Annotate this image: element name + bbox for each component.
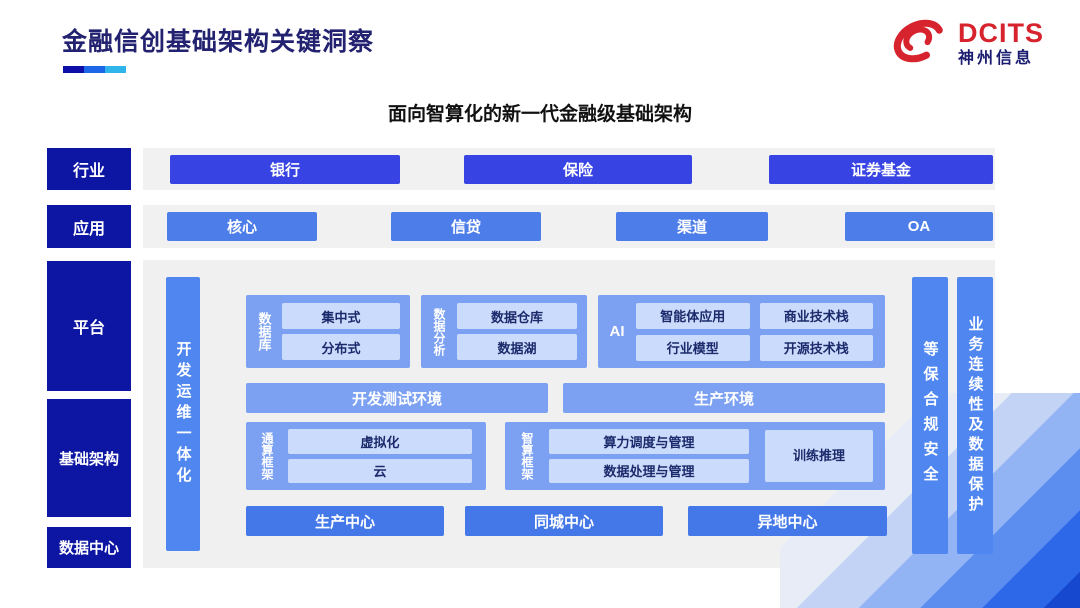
layer-label-datacenter: 数据中心 xyxy=(47,527,131,568)
env-bar-dev-test: 开发测试环境 xyxy=(246,383,548,413)
page-title: 金融信创基础架构关键洞察 xyxy=(62,28,375,56)
group-database: 数据库 集中式 分布式 xyxy=(246,295,410,368)
diagram-title: 面向智算化的新一代金融级基础架构 xyxy=(387,104,692,125)
industry-box-securities: 证券基金 xyxy=(769,155,993,184)
layer-label-infrastructure: 基础架构 xyxy=(47,399,131,517)
database-item-distributed: 分布式 xyxy=(282,334,400,360)
devops-vertical-bar: 开发运维一体化 xyxy=(166,277,200,551)
industry-box-insurance: 保险 xyxy=(464,155,692,184)
intelligent-compute-item-scheduling: 算力调度与管理 xyxy=(549,429,749,454)
ai-item-opensource-stack: 开源技术栈 xyxy=(759,334,873,361)
ai-item-commercial-stack: 商业技术栈 xyxy=(759,302,873,329)
dcits-logo: DCITS 神州信息 xyxy=(888,14,1044,73)
ai-item-industry-model: 行业模型 xyxy=(636,334,750,361)
logo-brand-text: DCITS xyxy=(958,18,1044,48)
general-compute-item-virtualization: 虚拟化 xyxy=(288,429,472,454)
group-data-analytics-label: 数据分析 xyxy=(432,307,446,356)
application-box-credit: 信贷 xyxy=(391,212,541,241)
business-continuity-bar: 业务连续性及数据保护 xyxy=(957,277,993,554)
layer-label-application: 应用 xyxy=(47,205,131,248)
application-box-core: 核心 xyxy=(167,212,317,241)
intelligent-compute-item-data-processing: 数据处理与管理 xyxy=(549,458,749,483)
analytics-item-datalake: 数据湖 xyxy=(457,334,577,360)
general-compute-item-cloud: 云 xyxy=(288,458,472,483)
framework-general-compute-label: 通算框架 xyxy=(260,432,274,480)
application-box-channel: 渠道 xyxy=(616,212,768,241)
ai-item-agent-app: 智能体应用 xyxy=(636,302,750,329)
framework-intelligent-compute-label: 智算框架 xyxy=(520,432,534,480)
title-accent-bar xyxy=(63,66,126,73)
group-database-label: 数据库 xyxy=(256,312,272,351)
intelligent-compute-train-infer-box: 训练推理 xyxy=(765,430,873,482)
logo-company-text: 神州信息 xyxy=(958,50,1035,67)
framework-intelligent-compute: 智算框架 算力调度与管理 数据处理与管理 训练推理 xyxy=(505,422,885,490)
center-box-production: 生产中心 xyxy=(246,506,444,536)
analytics-item-warehouse: 数据仓库 xyxy=(457,303,577,329)
layer-label-industry: 行业 xyxy=(47,148,131,190)
accent-segment-mid xyxy=(84,66,105,73)
dcits-swirl-icon xyxy=(888,14,950,73)
center-box-remote: 异地中心 xyxy=(688,506,887,536)
devops-vertical-bar-label: 开发运维一体化 xyxy=(174,340,192,488)
security-compliance-bar-label: 等保合规安全 xyxy=(921,340,939,491)
env-bar-production: 生产环境 xyxy=(563,383,885,413)
accent-segment-light xyxy=(105,66,126,73)
database-item-centralized: 集中式 xyxy=(282,303,400,329)
group-ai: AI 智能体应用 商业技术栈 行业模型 开源技术栈 xyxy=(598,295,885,368)
accent-segment-dark xyxy=(63,66,84,73)
business-continuity-bar-label: 业务连续性及数据保护 xyxy=(966,315,984,516)
group-data-analytics: 数据分析 数据仓库 数据湖 xyxy=(421,295,587,368)
group-ai-label: AI xyxy=(609,323,625,340)
security-compliance-bar: 等保合规安全 xyxy=(912,277,948,554)
industry-box-bank: 银行 xyxy=(170,155,400,184)
layer-label-platform: 平台 xyxy=(47,261,131,391)
center-box-same-city: 同城中心 xyxy=(465,506,663,536)
application-box-oa: OA xyxy=(845,212,993,241)
framework-general-compute: 通算框架 虚拟化 云 xyxy=(246,422,486,490)
